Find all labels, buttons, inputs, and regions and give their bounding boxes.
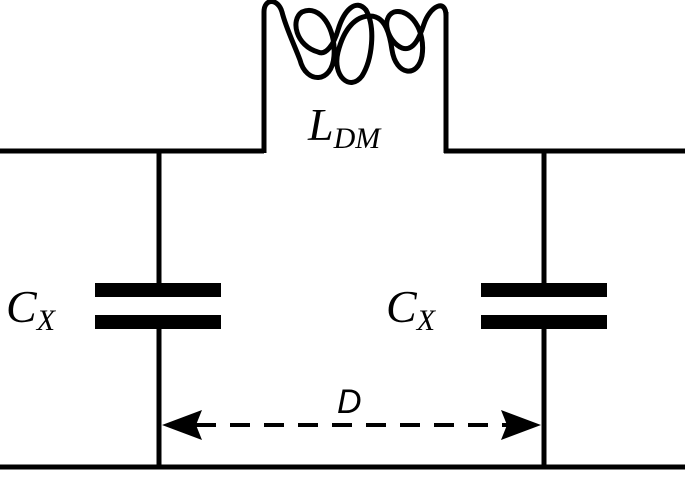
inductor-label: LDM	[307, 99, 382, 155]
distance-arrowhead-right	[501, 410, 541, 440]
left-capacitor-plate-bottom	[95, 315, 221, 329]
distance-arrowhead-left	[162, 410, 202, 440]
right-capacitor-plate-top	[481, 283, 607, 297]
left-capacitor-plate-top	[95, 283, 221, 297]
capacitor-left-label: CX	[6, 281, 57, 337]
distance-label: D	[337, 383, 362, 421]
capacitor-right-label: CX	[386, 281, 437, 337]
inductor-coil	[261, 0, 449, 85]
right-capacitor-plate-bottom	[481, 315, 607, 329]
